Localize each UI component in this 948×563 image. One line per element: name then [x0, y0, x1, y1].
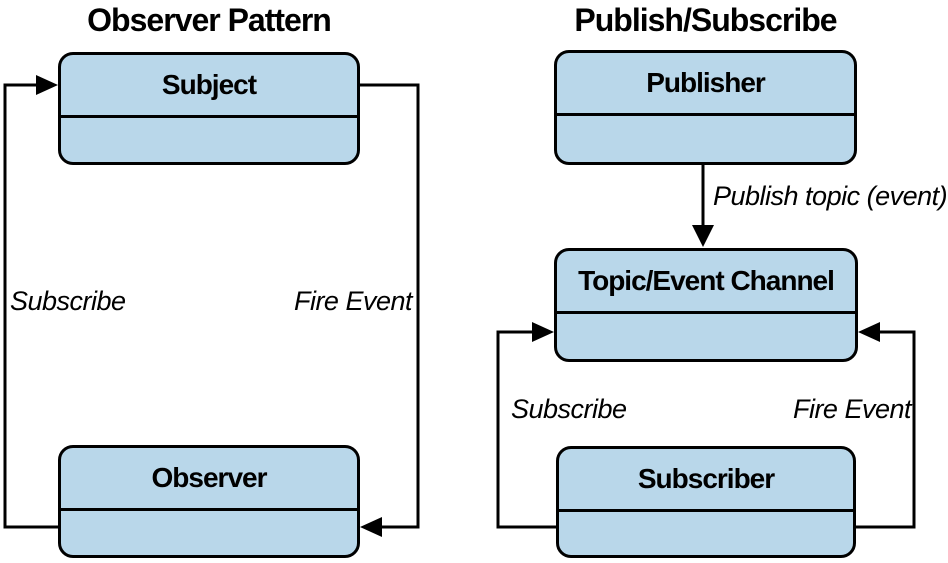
topic-event-channel-node-body [557, 314, 855, 359]
observer-node-body [61, 511, 357, 555]
subscriber-node: Subscriber [556, 446, 856, 558]
subscriber-node-body [559, 512, 853, 555]
observer-node: Observer [58, 445, 360, 558]
observer-subscribe-line [3, 83, 58, 529]
topic-event-channel-node-label: Topic/Event Channel [557, 251, 855, 314]
arrowhead-right-icon [36, 75, 58, 95]
pubsub-subscribe-label: Subscribe [511, 394, 627, 424]
observer-fire-event-label: Fire Event [293, 286, 413, 316]
publisher-node: Publisher [554, 50, 857, 165]
arrowhead-right-icon [532, 322, 554, 342]
publish-topic-label: Publish topic (event) [713, 181, 948, 211]
arrowhead-left-icon [360, 517, 382, 537]
pubsub-fire-event-label: Fire Event [792, 394, 912, 424]
arrowhead-down-icon [692, 225, 714, 247]
subscriber-fire-event-line [856, 330, 916, 529]
subject-node: Subject [58, 52, 360, 165]
topic-event-channel-node: Topic/Event Channel [554, 248, 858, 362]
subject-node-body [61, 118, 357, 162]
observer-node-label: Observer [61, 448, 357, 511]
arrowhead-left-icon [858, 322, 880, 342]
observer-pattern-title: Observer Pattern [87, 2, 332, 38]
publisher-node-label: Publisher [557, 53, 854, 116]
subscriber-subscribe-line [496, 330, 556, 529]
subject-fire-event-line [360, 83, 420, 529]
subscriber-node-label: Subscriber [559, 449, 853, 512]
publish-subscribe-title: Publish/Subscribe [574, 2, 837, 38]
publisher-node-body [557, 116, 854, 162]
observer-subscribe-label: Subscribe [10, 286, 126, 316]
subject-node-label: Subject [61, 55, 357, 118]
